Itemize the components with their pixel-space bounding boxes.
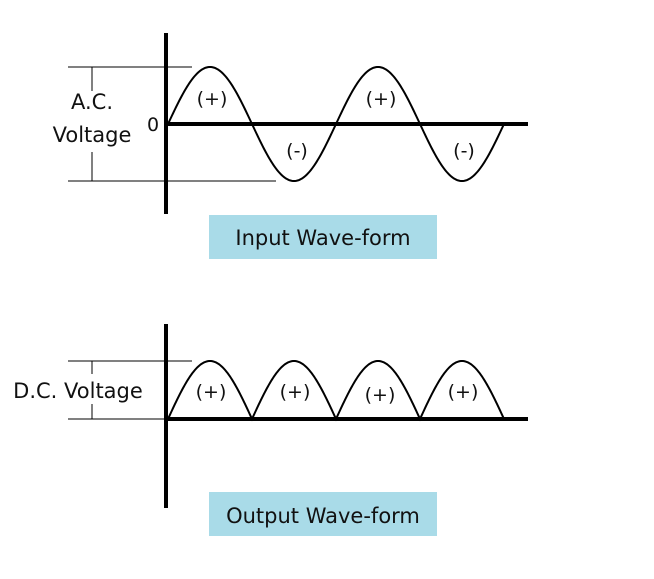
output-half-label-4: (+) xyxy=(448,381,479,403)
output-rectified-wave xyxy=(167,359,505,422)
input-caption-background xyxy=(209,215,437,259)
output-caption-background xyxy=(209,492,437,536)
output-half-label-2: (+) xyxy=(280,381,311,403)
input-voltage-label-line1: A.C. xyxy=(71,90,113,114)
output-half-label-1: (+) xyxy=(196,381,227,403)
output-waveform-panel: D.C. Voltage (+) (+) (+) (+) Output Wave… xyxy=(13,324,528,536)
input-sine-wave xyxy=(167,65,505,183)
input-half-label-3: (+) xyxy=(366,88,397,110)
output-half-label-3: (+) xyxy=(365,384,396,406)
input-caption: Input Wave-form xyxy=(235,226,410,250)
input-half-label-4: (-) xyxy=(453,140,475,162)
input-half-label-2: (-) xyxy=(286,140,308,162)
input-half-label-1: (+) xyxy=(197,88,228,110)
input-voltage-label-line2: Voltage xyxy=(53,123,132,147)
input-waveform-panel: A.C. Voltage 0 (+) (-) (+) (-) Input Wav… xyxy=(53,33,528,259)
output-voltage-label: D.C. Voltage xyxy=(13,379,143,403)
output-caption: Output Wave-form xyxy=(226,504,420,528)
input-zero-label: 0 xyxy=(147,114,159,136)
